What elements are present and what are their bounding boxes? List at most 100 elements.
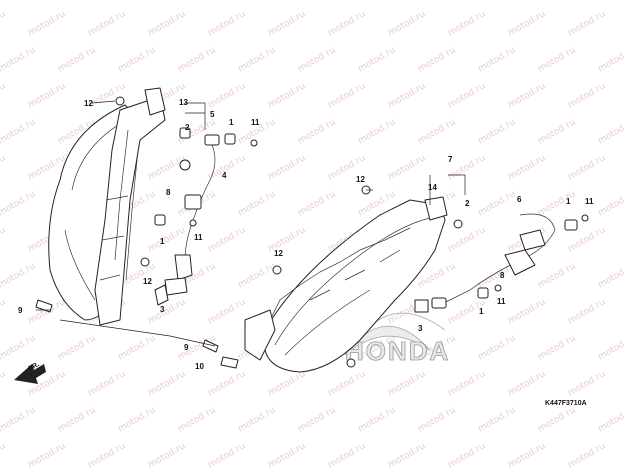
watermark-text: motod.ru [147, 297, 188, 326]
watermark-text: motod.ru [537, 189, 578, 218]
watermark-text: motod.ru [267, 441, 308, 468]
callout-9: 1 [160, 237, 165, 246]
watermark-text: motod.ru [237, 189, 278, 218]
watermark-text: motod.ru [57, 45, 98, 74]
watermark-text: motod.ru [237, 0, 278, 3]
watermark-text: motod.ru [567, 81, 608, 110]
watermark-text: motod.ru [177, 405, 218, 434]
watermark-text: motod.ru [387, 9, 428, 38]
watermark-text: motod.ru [0, 45, 37, 74]
watermark-text: motod.ru [387, 153, 428, 182]
callout-14: 7 [448, 155, 453, 164]
diagram-code: K447F3710A [545, 400, 587, 407]
watermark-text: motod.ru [27, 441, 68, 468]
watermark-text: motod.ru [237, 405, 278, 434]
watermark-text: motod.ru [597, 45, 625, 74]
watermark-text: motod.ru [207, 9, 248, 38]
watermark-text: motod.ru [0, 441, 7, 468]
watermark-text: motod.ru [387, 441, 428, 468]
callout-27: 10 [195, 362, 204, 371]
watermark-text: motod.ru [507, 441, 548, 468]
watermark-text: motod.ru [477, 45, 518, 74]
watermark-text: motod.ru [57, 333, 98, 362]
watermark-text: motod.ru [207, 369, 248, 398]
watermark-text: motod.ru [0, 369, 7, 398]
watermark-text: motod.ru [567, 441, 608, 468]
right-bolts [202, 185, 371, 369]
callout-5: 1 [229, 118, 234, 127]
watermark-text: motod.ru [267, 81, 308, 110]
watermark-text: motod.ru [507, 369, 548, 398]
watermark-text: motod.ru [297, 0, 338, 3]
watermark-text: motod.ru [417, 45, 458, 74]
left-bolts [35, 96, 258, 313]
callout-13: 9 [18, 306, 23, 315]
watermark-text: motod.ru [597, 261, 625, 290]
watermark-text: motod.ru [477, 405, 518, 434]
callout-6: 11 [251, 118, 260, 127]
callout-4: 2 [185, 123, 190, 132]
watermark-text: motod.ru [57, 405, 98, 434]
watermark-text: motod.ru [207, 297, 248, 326]
watermark-text: motod.ru [327, 441, 368, 468]
watermark-text: motod.ru [297, 189, 338, 218]
watermark-text: motod.ru [147, 441, 188, 468]
watermark-text: motod.ru [477, 0, 518, 3]
watermark-text: motod.ru [237, 45, 278, 74]
right-turn-signal-housing [264, 199, 446, 373]
watermark-text: motod.ru [207, 225, 248, 254]
watermark-text: motod.ru [567, 9, 608, 38]
watermark-text: motod.ru [57, 0, 98, 3]
watermark-text: motod.ru [0, 117, 37, 146]
watermark-text: motod.ru [207, 153, 248, 182]
watermark-text: motod.ru [387, 81, 428, 110]
watermark-text: motod.ru [0, 0, 37, 3]
callout-18: 6 [517, 195, 522, 204]
watermark-text: motod.ru [147, 225, 188, 254]
watermark-text: motod.ru [267, 9, 308, 38]
watermark-text: motod.ru [267, 369, 308, 398]
watermark-text: motod.ru [447, 81, 488, 110]
callout-11: 12 [143, 277, 152, 286]
watermark-text: motod.ru [87, 9, 128, 38]
leader-lines [36, 100, 466, 347]
watermark-text: motod.ru [27, 297, 68, 326]
callout-24: 3 [418, 324, 423, 333]
watermark-text: motod.ru [0, 261, 37, 290]
watermark-text: motod.ru [117, 333, 158, 362]
watermark-text: motod.ru [357, 405, 398, 434]
callout-22: 8 [500, 271, 505, 280]
watermark-text: motod.ru [87, 369, 128, 398]
watermark-text: motod.ru [537, 333, 578, 362]
watermark-text: motod.ru [447, 153, 488, 182]
watermark-text: motod.ru [537, 117, 578, 146]
callout-26: 9 [184, 343, 189, 352]
callout-7: 8 [166, 188, 171, 197]
watermark-text: motod.ru [417, 405, 458, 434]
watermark-text: motod.ru [27, 9, 68, 38]
callout-1: 12 [84, 99, 93, 108]
watermark-text: motod.ru [537, 261, 578, 290]
watermark-text: motod.ru [507, 153, 548, 182]
watermark-text: motod.ru [147, 9, 188, 38]
left-bracket [144, 87, 166, 116]
watermark-text: motod.ru [117, 405, 158, 434]
right-bracket [244, 196, 448, 361]
callout-10: 11 [194, 233, 203, 242]
watermark-text: motod.ru [447, 369, 488, 398]
watermark-text: motod.ru [87, 441, 128, 468]
watermark-text: motod.ru [0, 9, 7, 38]
watermark-text: motod.ru [567, 369, 608, 398]
watermark-text: motod.ru [297, 45, 338, 74]
callout-20: 11 [585, 197, 594, 206]
watermark-text: motod.ru [567, 153, 608, 182]
callout-25: 1 [479, 307, 484, 316]
watermark-text: motod.ru [417, 0, 458, 3]
callout-2: 13 [179, 98, 188, 107]
watermark-text: motod.ru [357, 45, 398, 74]
right-socket-harness [414, 213, 589, 313]
watermark-text: motod.ru [297, 117, 338, 146]
